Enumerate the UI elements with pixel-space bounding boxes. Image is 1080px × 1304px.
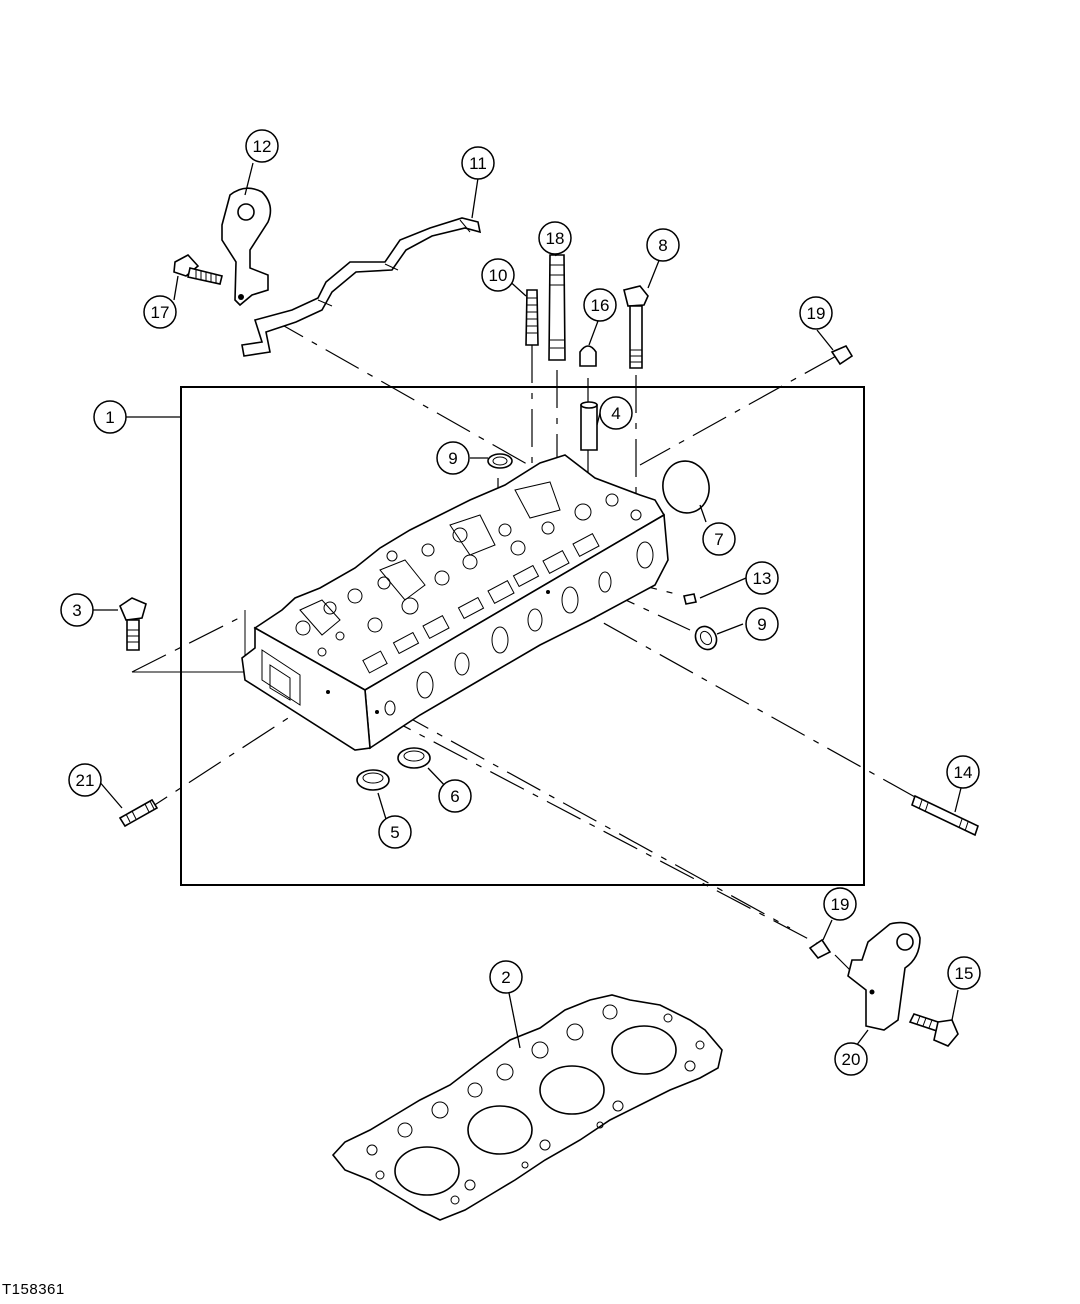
callout-7-label: 7 bbox=[714, 530, 723, 549]
part-4-sleeve bbox=[580, 401, 598, 451]
callout-20: 20 bbox=[834, 1042, 868, 1076]
callout-11: 11 bbox=[461, 146, 495, 180]
callout-9-upper-label: 9 bbox=[448, 449, 457, 468]
callout-14: 14 bbox=[946, 755, 980, 789]
part-11-harness-bracket bbox=[241, 217, 482, 357]
callout-4-label: 4 bbox=[611, 404, 620, 423]
part-9-seal-upper bbox=[487, 453, 513, 469]
part-10-stud bbox=[525, 289, 539, 346]
callout-12-label: 12 bbox=[253, 137, 272, 156]
part-7-expansion-plug bbox=[662, 460, 710, 514]
callouts: 1 2 3 4 5 6 7 8 9 9 10 11 12 13 14 15 16… bbox=[60, 129, 981, 1076]
callout-1: 1 bbox=[93, 400, 127, 434]
callout-9-right-label: 9 bbox=[757, 615, 766, 634]
part-15-bolt bbox=[908, 1013, 959, 1047]
callout-7: 7 bbox=[702, 522, 736, 556]
callout-19-upper: 19 bbox=[799, 296, 833, 330]
callout-14-label: 14 bbox=[954, 763, 973, 782]
callout-10-label: 10 bbox=[489, 266, 508, 285]
part-6-seal bbox=[397, 747, 431, 769]
callout-21: 21 bbox=[68, 763, 102, 797]
callout-16: 16 bbox=[583, 288, 617, 322]
callout-1-label: 1 bbox=[105, 408, 114, 427]
callout-8: 8 bbox=[646, 228, 680, 262]
callout-11-label: 11 bbox=[469, 154, 487, 173]
callout-4: 4 bbox=[599, 396, 633, 430]
callout-10: 10 bbox=[481, 258, 515, 292]
callout-2: 2 bbox=[489, 960, 523, 994]
callout-18: 18 bbox=[538, 221, 572, 255]
callout-8-label: 8 bbox=[658, 236, 667, 255]
callout-17: 17 bbox=[143, 295, 177, 329]
group-frame bbox=[180, 386, 865, 886]
part-19-plug-lower bbox=[808, 938, 832, 960]
callout-13-label: 13 bbox=[753, 569, 772, 588]
part-20-lifting-bracket bbox=[847, 921, 921, 1031]
callout-5: 5 bbox=[378, 815, 412, 849]
callout-9-upper: 9 bbox=[436, 441, 470, 475]
callout-19-lower-label: 19 bbox=[831, 895, 850, 914]
callout-16-label: 16 bbox=[591, 296, 610, 315]
callout-21-label: 21 bbox=[76, 771, 95, 790]
callout-15-label: 15 bbox=[955, 964, 974, 983]
part-21-stud bbox=[118, 798, 159, 828]
callout-20-label: 20 bbox=[842, 1050, 861, 1069]
callout-6-label: 6 bbox=[450, 787, 459, 806]
callout-3-label: 3 bbox=[72, 601, 81, 620]
figure-id: T158361 bbox=[2, 1281, 65, 1298]
part-8-bolt bbox=[623, 285, 649, 369]
callout-6: 6 bbox=[438, 779, 472, 813]
callout-13: 13 bbox=[745, 561, 779, 595]
callout-12: 12 bbox=[245, 129, 279, 163]
callout-2-label: 2 bbox=[501, 968, 510, 987]
callout-3: 3 bbox=[60, 593, 94, 627]
callout-9-right: 9 bbox=[745, 607, 779, 641]
leader-lines bbox=[92, 162, 962, 1051]
part-1-cylinder-head bbox=[241, 454, 669, 751]
part-17-bolt bbox=[173, 253, 223, 285]
part-13-plug bbox=[683, 593, 697, 605]
part-9-seal-right bbox=[694, 625, 718, 651]
part-14-stud bbox=[911, 794, 979, 837]
callout-15: 15 bbox=[947, 956, 981, 990]
callout-19-lower: 19 bbox=[823, 887, 857, 921]
callout-17-label: 17 bbox=[151, 303, 170, 322]
part-5-seal bbox=[356, 769, 390, 791]
callout-18-label: 18 bbox=[546, 229, 565, 248]
part-19-plug-upper bbox=[830, 344, 854, 366]
part-18-stud bbox=[548, 254, 566, 361]
part-3-bolt bbox=[119, 597, 147, 651]
assembly-lines bbox=[131, 317, 916, 993]
callout-5-label: 5 bbox=[390, 823, 399, 842]
callout-19-upper-label: 19 bbox=[807, 304, 826, 323]
part-2-head-gasket bbox=[331, 994, 723, 1221]
part-16-plug bbox=[579, 345, 597, 367]
part-12-lifting-bracket bbox=[221, 187, 272, 307]
